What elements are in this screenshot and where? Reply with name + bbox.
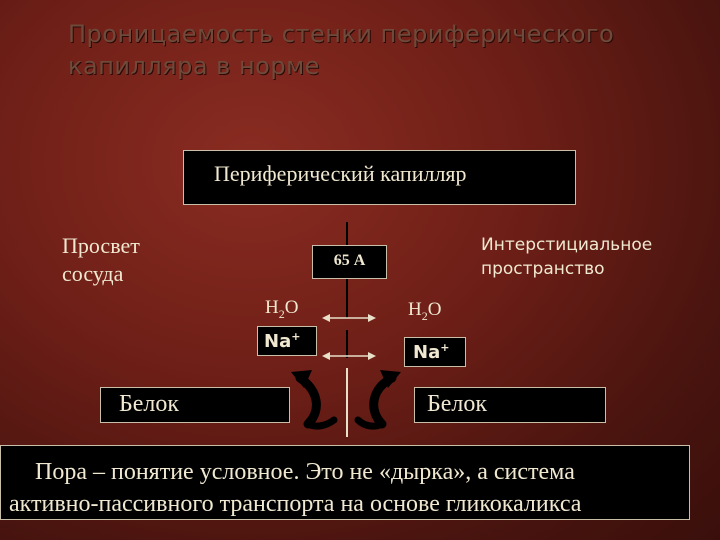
protein-right-label: Белок <box>427 391 488 417</box>
lumen-line-1: Просвет <box>62 233 140 258</box>
water-left-h: H <box>265 297 279 318</box>
caption-box: Пора – понятие условное. Это не «дырка»,… <box>0 445 690 520</box>
sodium-right-label: Na <box>413 342 441 363</box>
protein-right-box: Белок <box>414 387 606 423</box>
capillary-label: Периферический капилляр <box>214 161 467 186</box>
sodium-left-charge: + <box>291 330 301 343</box>
protein-left-label: Белок <box>119 391 180 417</box>
vessel-lumen-label: Просвет сосуда <box>62 232 140 288</box>
sodium-left-label: Na <box>264 331 292 352</box>
double-arrow-icon <box>322 314 376 322</box>
water-right-sub: 2 <box>421 308 428 323</box>
capillary-label-box: Периферический капилляр <box>183 150 576 205</box>
interstitial-line-1: Интерстициальное <box>481 235 653 255</box>
interstitial-label: Интерстициальное пространство <box>481 233 652 281</box>
sodium-left-box: Na+ <box>257 326 317 356</box>
caption-line-1: Пора – понятие условное. Это не «дырка»,… <box>35 459 575 485</box>
sodium-right-charge: + <box>440 341 450 354</box>
protein-left-box: Белок <box>100 387 290 423</box>
water-left-o: O <box>284 297 299 318</box>
slide-title: Проницаемость стенки периферического кап… <box>68 18 708 82</box>
curved-arrow-left-icon <box>291 370 338 430</box>
caption-line-2: активно-пассивного транспорта на основе … <box>9 491 582 517</box>
water-right-h: H <box>408 299 422 320</box>
water-right-o: O <box>427 299 442 320</box>
lumen-line-2: сосуда <box>62 261 124 286</box>
water-right: H2O <box>408 296 441 330</box>
title-line-1: Проницаемость стенки периферического <box>68 20 615 48</box>
curved-arrow-right-icon <box>354 370 401 430</box>
water-left-sub: 2 <box>278 306 285 321</box>
sodium-right-box: Na+ <box>404 337 466 367</box>
double-arrow-icon <box>322 352 376 360</box>
pore-size-label: 65 А <box>333 252 366 269</box>
water-left: H2O <box>265 294 298 328</box>
interstitial-line-2: пространство <box>481 259 605 279</box>
title-line-2: капилляра в норме <box>68 52 320 80</box>
pore-size-box: 65 А <box>312 245 387 279</box>
